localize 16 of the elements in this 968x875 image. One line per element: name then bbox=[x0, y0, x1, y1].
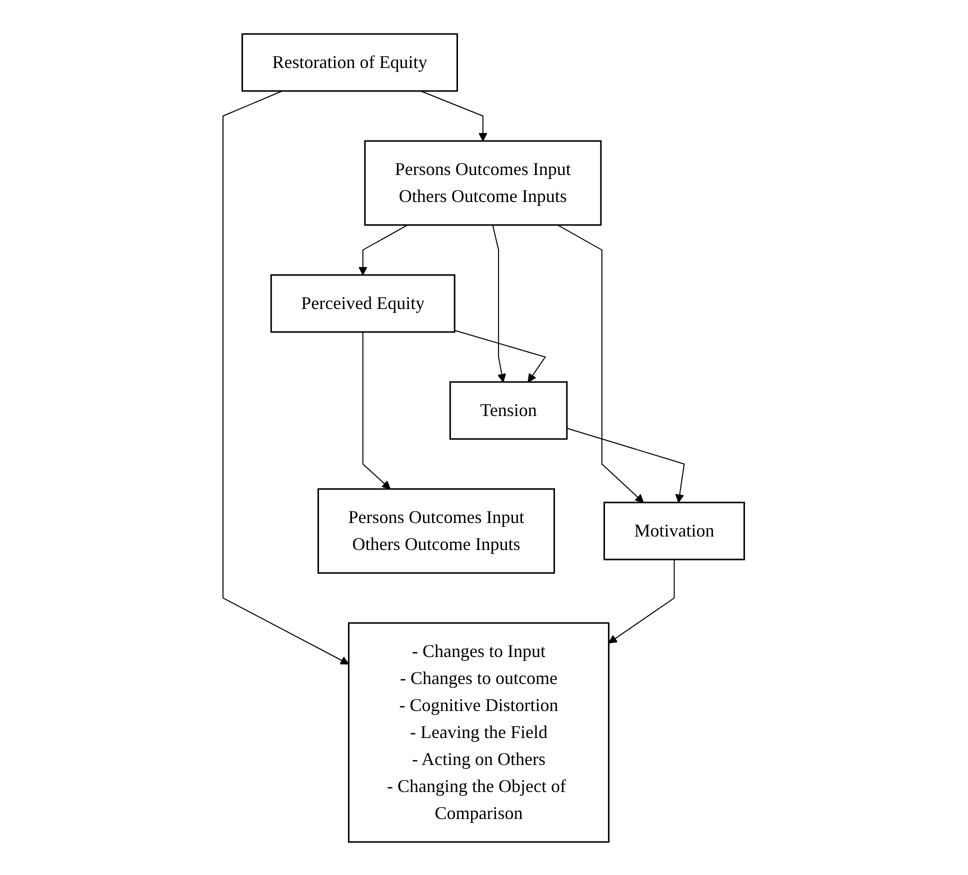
node-box: Persons Outcomes Input Others Outcome Inputs bbox=[318, 488, 556, 574]
node-box: Persons Outcomes Input Others Outcome Inputs bbox=[364, 140, 602, 226]
node-box: - Changes to Input - Changes to outcome - Cognitive Distortion - Leaving the Field - Acting on Others - Changing the Object of Comparison bbox=[348, 622, 610, 842]
arrow bbox=[222, 90, 350, 664]
arrow bbox=[557, 224, 644, 502]
arrow bbox=[362, 331, 392, 489]
node-box: Motivation bbox=[604, 501, 746, 560]
arrow bbox=[358, 224, 409, 275]
arrow bbox=[492, 224, 506, 382]
node-box: Tension bbox=[450, 380, 568, 440]
arrow bbox=[420, 90, 488, 141]
arrow bbox=[608, 558, 676, 643]
node-box: Perceived Equity bbox=[270, 274, 456, 332]
node-box: Restoration of Equity bbox=[242, 32, 458, 92]
arrow bbox=[454, 329, 546, 382]
arrow bbox=[566, 427, 686, 502]
